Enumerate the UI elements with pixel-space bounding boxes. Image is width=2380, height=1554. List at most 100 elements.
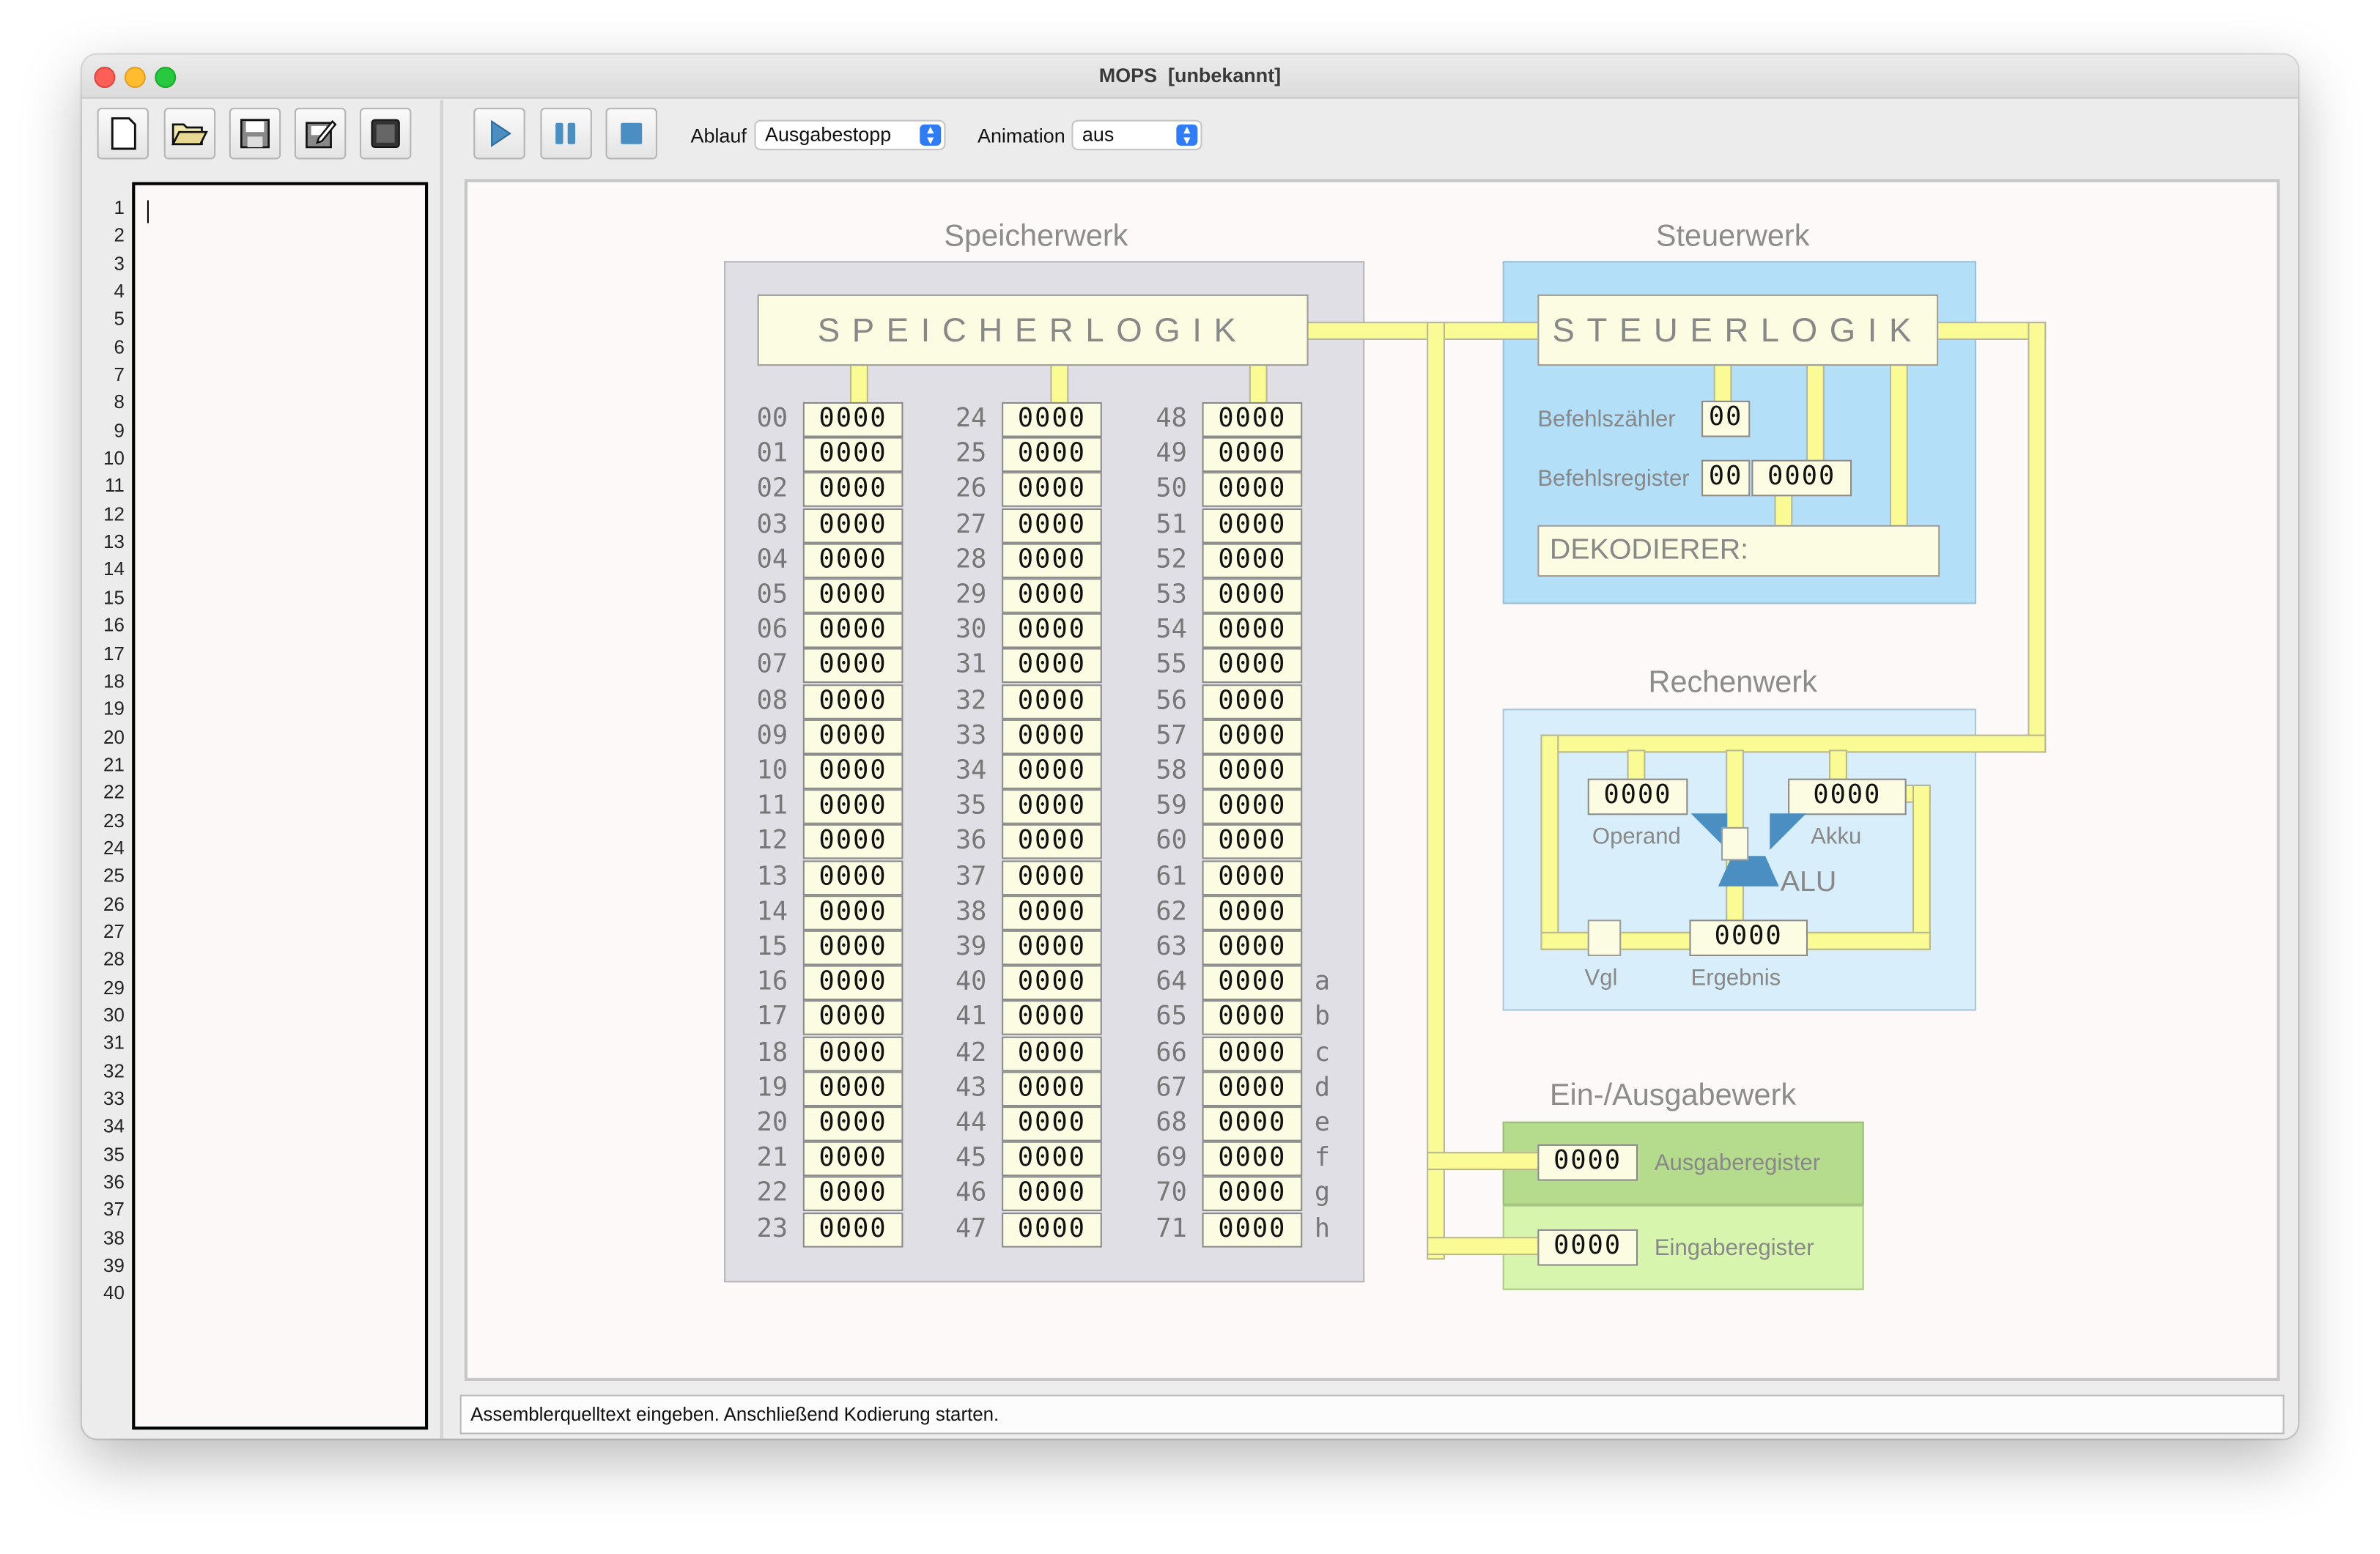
memory-cell[interactable]: 0000: [1202, 824, 1303, 860]
memory-cell[interactable]: 0000: [802, 648, 903, 684]
memory-alias: h: [1314, 1213, 1331, 1244]
memory-cell[interactable]: 0000: [1002, 1177, 1102, 1212]
memory-cell[interactable]: 0000: [802, 578, 903, 613]
input-register[interactable]: 0000: [1537, 1229, 1638, 1266]
memory-cell[interactable]: 0000: [802, 508, 903, 543]
memory-address: 05: [756, 580, 788, 610]
close-window-button[interactable]: [94, 67, 116, 89]
memory-cell[interactable]: 0000: [802, 437, 903, 473]
memory-cell[interactable]: 0000: [1202, 1106, 1303, 1142]
stop-button[interactable]: [605, 108, 657, 160]
memory-cell[interactable]: 0000: [1202, 1070, 1303, 1106]
memory-cell[interactable]: 0000: [802, 543, 903, 578]
memory-cell[interactable]: 0000: [1002, 1035, 1102, 1071]
memory-cell[interactable]: 0000: [1002, 1000, 1102, 1036]
memory-cell[interactable]: 0000: [802, 719, 903, 755]
memory-cell[interactable]: 0000: [802, 1070, 903, 1106]
pane-divider[interactable]: [440, 100, 443, 1439]
memory-cell[interactable]: 0000: [1202, 1142, 1303, 1177]
memory-cell[interactable]: 0000: [802, 965, 903, 1001]
program-counter-label: Befehlszähler: [1537, 407, 1676, 433]
line-number: 40: [103, 1283, 125, 1305]
memory-cell[interactable]: 0000: [1002, 824, 1102, 860]
memory-cell[interactable]: 0000: [1002, 719, 1102, 755]
memory-cell[interactable]: 0000: [1202, 754, 1303, 790]
memory-cell[interactable]: 0000: [1202, 437, 1303, 473]
memory-cell[interactable]: 0000: [1202, 859, 1303, 895]
memory-cell[interactable]: 0000: [802, 1212, 903, 1247]
memory-cell[interactable]: 0000: [1002, 930, 1102, 966]
memory-cell[interactable]: 0000: [802, 402, 903, 437]
memory-cell[interactable]: 0000: [1002, 1212, 1102, 1247]
memory-address: 48: [1156, 403, 1187, 434]
save-button[interactable]: [229, 108, 281, 160]
memory-cell[interactable]: 0000: [1002, 613, 1102, 648]
memory-cell[interactable]: 0000: [1202, 508, 1303, 543]
memory-cell[interactable]: 0000: [1202, 1000, 1303, 1036]
memory-cell[interactable]: 0000: [802, 473, 903, 508]
memory-cell[interactable]: 0000: [1002, 648, 1102, 684]
memory-cell[interactable]: 0000: [1202, 965, 1303, 1001]
memory-cell[interactable]: 0000: [1002, 895, 1102, 930]
memory-cell[interactable]: 0000: [1002, 754, 1102, 790]
memory-cell[interactable]: 0000: [1202, 684, 1303, 719]
memory-cell[interactable]: 0000: [1002, 859, 1102, 895]
memory-cell[interactable]: 0000: [1202, 648, 1303, 684]
new-file-button[interactable]: [97, 108, 149, 160]
memory-address: 02: [756, 474, 788, 505]
memory-cell[interactable]: 0000: [1002, 1142, 1102, 1177]
memory-cell[interactable]: 0000: [1002, 543, 1102, 578]
memory-cell[interactable]: 0000: [802, 824, 903, 860]
memory-cell[interactable]: 0000: [1202, 543, 1303, 578]
minimize-window-button[interactable]: [124, 67, 146, 89]
edit-button[interactable]: [294, 108, 347, 160]
memory-cell[interactable]: 0000: [1202, 930, 1303, 966]
memory-cell[interactable]: 0000: [1202, 473, 1303, 508]
memory-cell[interactable]: 0000: [1202, 613, 1303, 648]
memory-cell[interactable]: 0000: [802, 789, 903, 825]
memory-cell[interactable]: 0000: [802, 684, 903, 719]
memory-cell[interactable]: 0000: [802, 859, 903, 895]
memory-address: 26: [955, 474, 987, 505]
memory-cell[interactable]: 0000: [1202, 1177, 1303, 1212]
memory-address: 53: [1156, 580, 1187, 610]
memory-cell[interactable]: 0000: [802, 1177, 903, 1212]
memory-cell[interactable]: 0000: [1202, 789, 1303, 825]
memory-address: 34: [955, 755, 987, 786]
open-file-button[interactable]: [163, 108, 216, 160]
memory-cell[interactable]: 0000: [1002, 578, 1102, 613]
memory-cell[interactable]: 0000: [1002, 1070, 1102, 1106]
memory-cell[interactable]: 0000: [802, 1142, 903, 1177]
memory-cell[interactable]: 0000: [802, 1035, 903, 1071]
bus-line: [1428, 323, 1444, 1259]
memory-cell[interactable]: 0000: [1002, 402, 1102, 437]
animation-select[interactable]: aus ▴▾: [1071, 119, 1202, 151]
memory-cell[interactable]: 0000: [802, 613, 903, 648]
ablauf-select[interactable]: Ausgabestopp ▴▾: [754, 119, 946, 151]
memory-cell[interactable]: 0000: [1002, 684, 1102, 719]
memory-cell[interactable]: 0000: [1202, 402, 1303, 437]
memory-cell[interactable]: 0000: [1002, 965, 1102, 1001]
memory-cell[interactable]: 0000: [1202, 719, 1303, 755]
memory-cell[interactable]: 0000: [1002, 437, 1102, 473]
memory-address: 12: [756, 826, 788, 857]
chip-button[interactable]: [359, 108, 412, 160]
memory-cell[interactable]: 0000: [1002, 789, 1102, 825]
memory-cell[interactable]: 0000: [802, 1106, 903, 1142]
animation-label: Animation: [977, 124, 1065, 147]
memory-cell[interactable]: 0000: [802, 1000, 903, 1036]
memory-cell[interactable]: 0000: [1202, 1035, 1303, 1071]
memory-cell[interactable]: 0000: [802, 930, 903, 966]
memory-cell[interactable]: 0000: [1202, 1212, 1303, 1247]
memory-cell[interactable]: 0000: [1002, 508, 1102, 543]
memory-cell[interactable]: 0000: [1002, 1106, 1102, 1142]
source-editor[interactable]: [132, 182, 429, 1430]
run-button[interactable]: [473, 108, 525, 160]
zoom-window-button[interactable]: [155, 67, 177, 89]
memory-cell[interactable]: 0000: [1202, 578, 1303, 613]
memory-cell[interactable]: 0000: [802, 895, 903, 930]
memory-cell[interactable]: 0000: [1202, 895, 1303, 930]
memory-cell[interactable]: 0000: [1002, 473, 1102, 508]
pause-button[interactable]: [540, 108, 592, 160]
memory-cell[interactable]: 0000: [802, 754, 903, 790]
